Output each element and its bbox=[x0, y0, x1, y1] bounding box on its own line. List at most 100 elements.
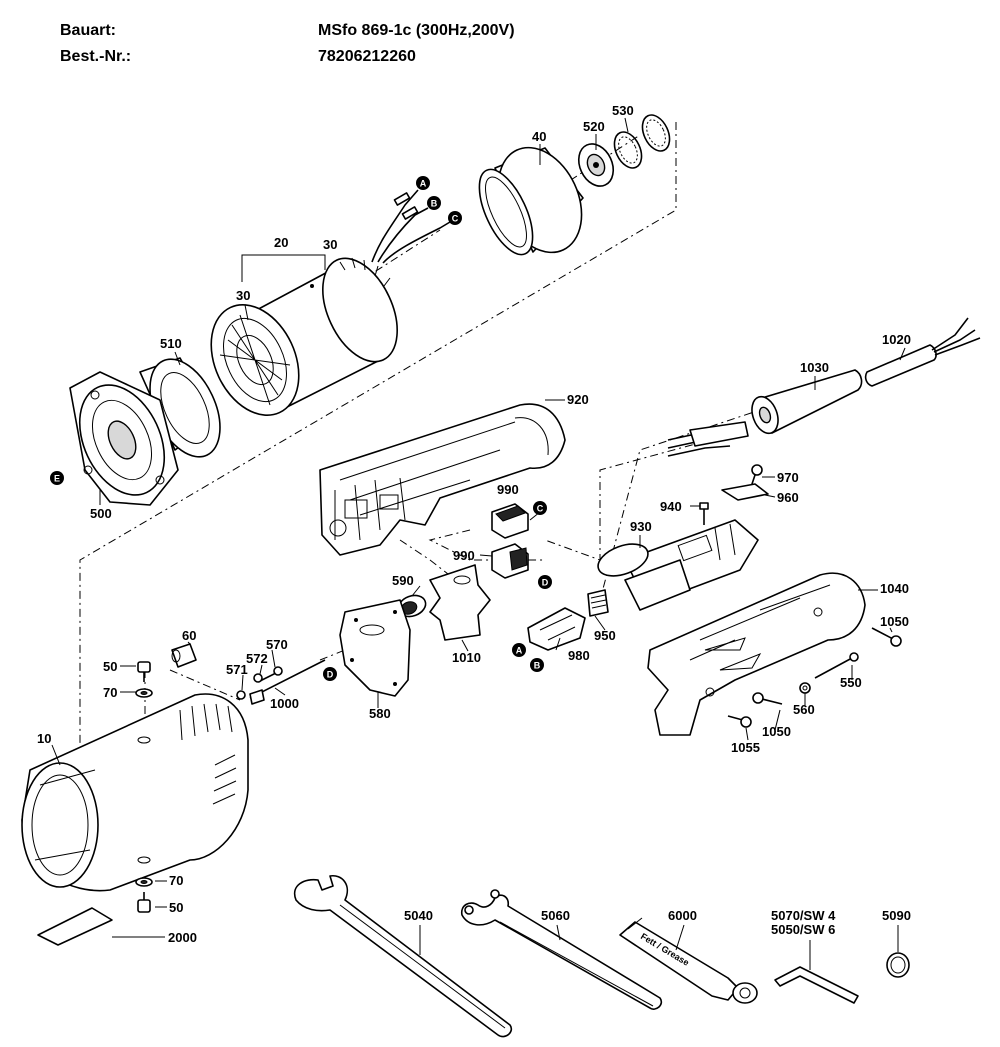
label-940: 940 bbox=[660, 499, 682, 514]
label-550: 550 bbox=[840, 675, 862, 690]
part-1040-handle-shell bbox=[647, 572, 866, 736]
label-1050-lower: 1050 bbox=[762, 724, 791, 739]
part-5060-pin-wrench bbox=[460, 889, 663, 1010]
part-960-cable-clamp bbox=[721, 483, 769, 501]
part-70-washer-upper bbox=[135, 688, 153, 698]
switch-wires bbox=[667, 421, 749, 457]
label-920: 920 bbox=[567, 392, 589, 407]
label-6000: 6000 bbox=[668, 908, 697, 923]
label-40: 40 bbox=[532, 129, 546, 144]
label-70-upper: 70 bbox=[103, 685, 117, 700]
label-1040: 1040 bbox=[880, 581, 909, 596]
label-20: 20 bbox=[274, 235, 288, 250]
part-1010-plate bbox=[429, 564, 491, 641]
svg-text:C: C bbox=[537, 504, 544, 514]
part-5070-hex-key bbox=[774, 966, 859, 1004]
label-930: 930 bbox=[630, 519, 652, 534]
label-5090: 5090 bbox=[882, 908, 911, 923]
label-1030: 1030 bbox=[800, 360, 829, 375]
label-530: 530 bbox=[612, 103, 634, 118]
label-980: 980 bbox=[568, 648, 590, 663]
label-50-upper: 50 bbox=[103, 659, 117, 674]
part-1055-screw bbox=[727, 715, 752, 728]
label-950: 950 bbox=[594, 628, 616, 643]
svg-text:D: D bbox=[327, 670, 334, 680]
part-1050-screw-lower bbox=[752, 692, 783, 705]
label-590: 590 bbox=[392, 573, 414, 588]
part-571-nut bbox=[236, 690, 246, 700]
label-1000: 1000 bbox=[270, 696, 299, 711]
label-580: 580 bbox=[369, 706, 391, 721]
part-530-rings bbox=[613, 114, 671, 169]
part-940-screw bbox=[699, 502, 709, 525]
label-5060: 5060 bbox=[541, 908, 570, 923]
label-570: 570 bbox=[266, 637, 288, 652]
label-500: 500 bbox=[90, 506, 112, 521]
label-560: 560 bbox=[793, 702, 815, 717]
connector-marker-b-holder: B bbox=[530, 658, 544, 672]
svg-text:A: A bbox=[516, 646, 523, 656]
type-value: MSfo 869-1c (300Hz,200V) bbox=[318, 22, 515, 39]
part-60-nut bbox=[171, 643, 197, 668]
label-5070: 5070/SW 4 bbox=[771, 908, 836, 923]
label-30-right: 30 bbox=[323, 237, 337, 252]
label-571: 571 bbox=[226, 662, 248, 677]
part-990-brush-lower bbox=[491, 543, 529, 579]
label-1050-upper: 1050 bbox=[880, 614, 909, 629]
connector-marker-d-plate: D bbox=[323, 667, 337, 681]
svg-text:C: C bbox=[452, 214, 459, 224]
part-number-labels: 40 520 530 20 30 30 510 500 920 1030 102… bbox=[37, 103, 911, 945]
part-20-motor-field bbox=[210, 257, 398, 417]
part-500-bearing-flange bbox=[69, 371, 179, 506]
part-520-ball-bearing bbox=[577, 143, 615, 187]
label-30-left: 30 bbox=[236, 288, 250, 303]
label-1055: 1055 bbox=[731, 740, 760, 755]
part-50-screw-lower bbox=[137, 892, 151, 913]
order-number-label: Best.-Nr.: bbox=[60, 48, 132, 65]
label-1020: 1020 bbox=[882, 332, 911, 347]
part-930-switch bbox=[597, 519, 759, 611]
connector-marker-c-top: C bbox=[448, 211, 462, 225]
label-2000: 2000 bbox=[168, 930, 197, 945]
connector-marker-e: E bbox=[50, 471, 64, 485]
svg-text:B: B bbox=[534, 661, 541, 671]
connector-marker-d-brush: D bbox=[538, 575, 552, 589]
part-990-brush-upper bbox=[491, 503, 529, 539]
part-572-washer bbox=[253, 673, 263, 683]
part-590-grommet bbox=[397, 594, 427, 618]
part-580-cover-plate bbox=[339, 599, 411, 697]
label-1010: 1010 bbox=[452, 650, 481, 665]
svg-text:E: E bbox=[54, 474, 60, 484]
label-5050: 5050/SW 6 bbox=[771, 922, 835, 937]
part-1020-power-cable bbox=[864, 317, 981, 387]
part-50-screw-upper bbox=[137, 661, 151, 682]
label-960: 960 bbox=[777, 490, 799, 505]
label-990-upper: 990 bbox=[497, 482, 519, 497]
label-10: 10 bbox=[37, 731, 51, 746]
connector-marker-a-top: A bbox=[416, 176, 430, 190]
part-6000-grease-tube bbox=[619, 917, 758, 1004]
label-970: 970 bbox=[777, 470, 799, 485]
connector-marker-c-brush: C bbox=[533, 501, 547, 515]
type-label: Bauart: bbox=[60, 22, 117, 39]
connector-marker-b-top: B bbox=[427, 196, 441, 210]
field-wires bbox=[371, 189, 451, 264]
part-10-motor-housing bbox=[21, 693, 249, 892]
part-40-bearing-sleeve bbox=[478, 146, 584, 256]
part-1050-screw-upper bbox=[871, 627, 902, 647]
svg-text:A: A bbox=[420, 179, 427, 189]
part-560-washer bbox=[799, 682, 811, 694]
connector-marker-a-holder: A bbox=[512, 643, 526, 657]
part-5040-open-wrench bbox=[293, 875, 513, 1038]
svg-text:D: D bbox=[542, 578, 549, 588]
part-970-screw bbox=[749, 464, 763, 491]
label-5040: 5040 bbox=[404, 908, 433, 923]
leader-lines bbox=[51, 117, 906, 970]
svg-text:B: B bbox=[431, 199, 438, 209]
part-950-suppressor bbox=[587, 589, 609, 617]
part-1030-cable-sleeve bbox=[751, 369, 863, 435]
part-920-handle-housing bbox=[319, 403, 566, 556]
part-2000-label-plate bbox=[37, 907, 113, 946]
label-510: 510 bbox=[160, 336, 182, 351]
